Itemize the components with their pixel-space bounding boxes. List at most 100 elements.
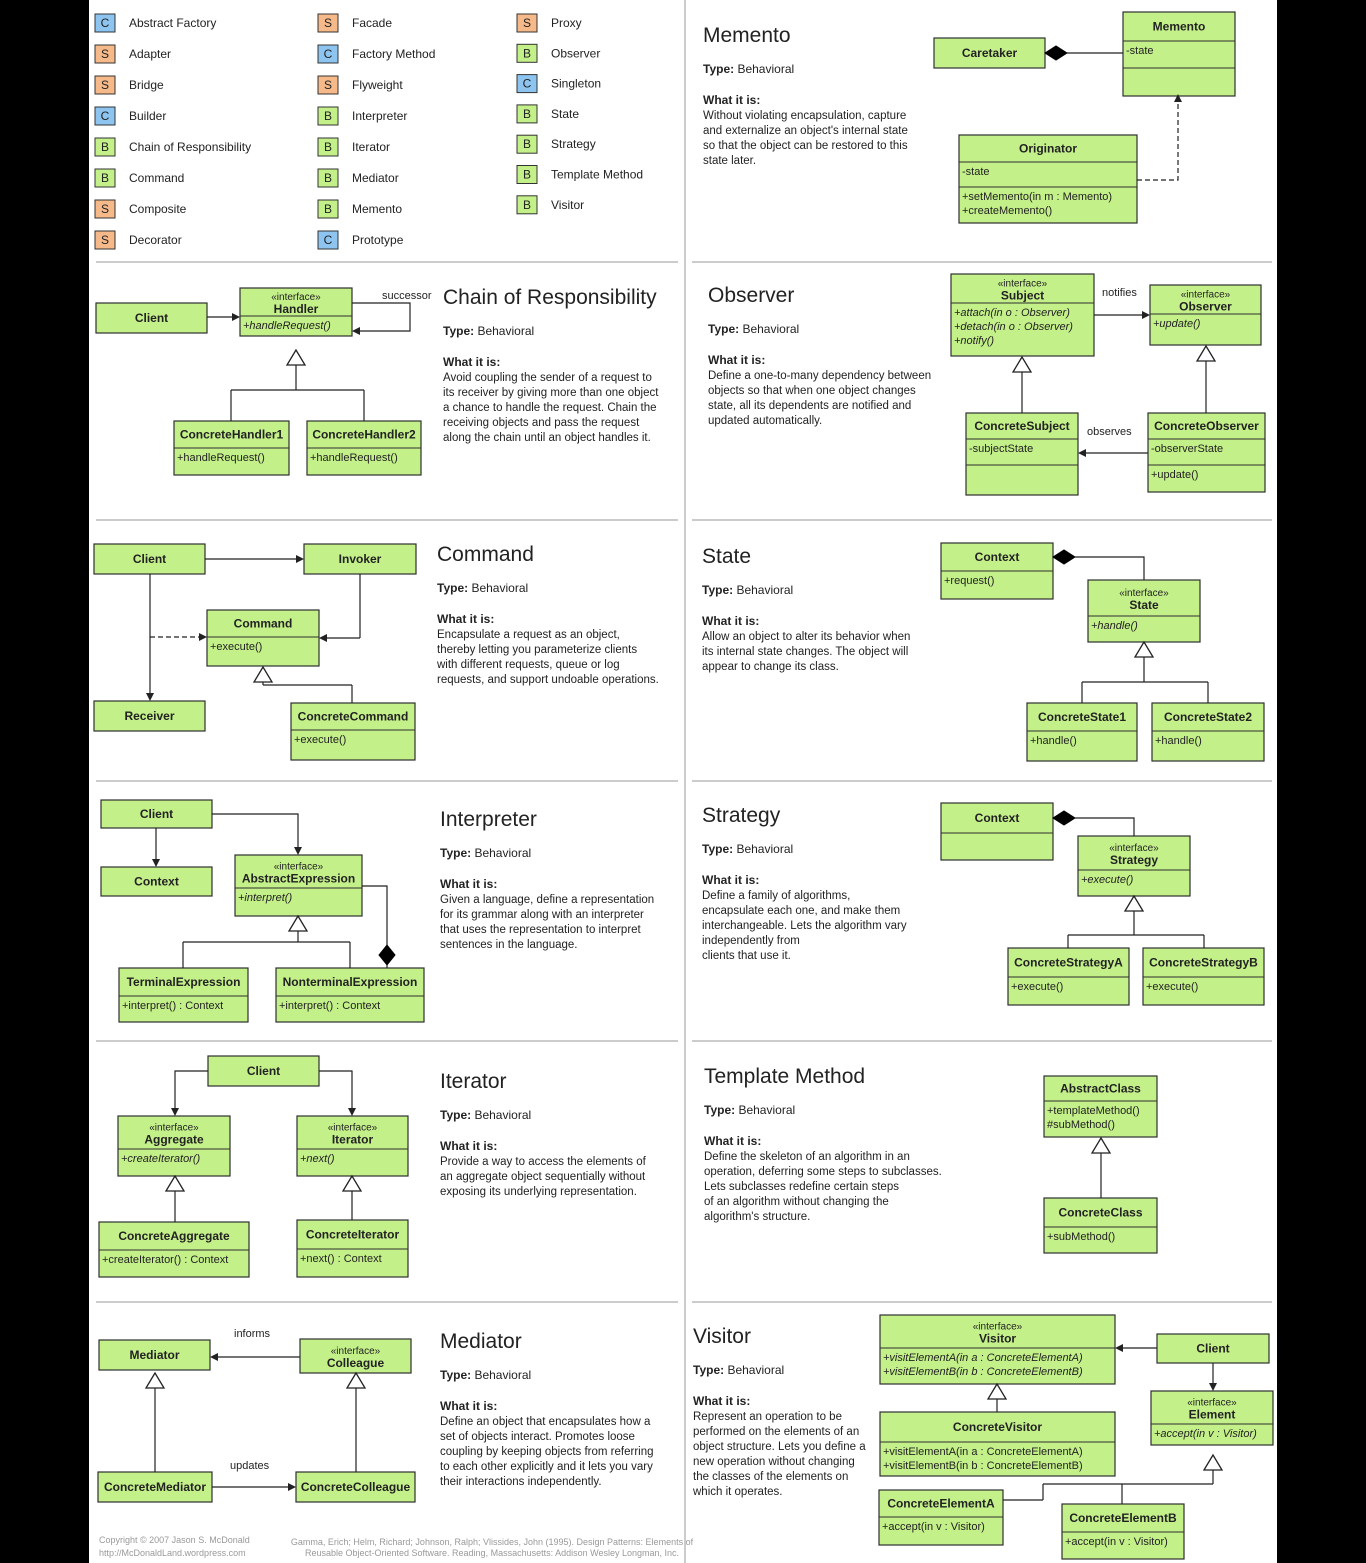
panel-title: Iterator bbox=[440, 1070, 507, 1093]
class-member: +detach(in o : Observer) bbox=[954, 321, 1073, 333]
legend-name: Iterator bbox=[352, 140, 390, 154]
type-label: Type: bbox=[702, 583, 736, 597]
panel-description-line: which it operates. bbox=[692, 1486, 783, 1498]
legend-badge bbox=[94, 230, 116, 250]
legend-badge bbox=[317, 13, 339, 33]
class-name: ConcreteClass bbox=[1058, 1206, 1142, 1220]
class-name: ConcreteStrategyA bbox=[1014, 956, 1123, 970]
legend-code: B bbox=[523, 137, 531, 151]
connector-line bbox=[362, 885, 388, 945]
class-name: ConcreteMediator bbox=[104, 1480, 206, 1494]
panel-type: Type: Behavioral bbox=[437, 581, 528, 595]
uml-class-abstractclass: AbstractClass+templateMethod()#subMethod… bbox=[1043, 1075, 1158, 1138]
arrowhead bbox=[319, 634, 327, 642]
inheritance-triangle bbox=[285, 348, 307, 366]
legend-name: Facade bbox=[352, 16, 392, 30]
class-name: AbstractClass bbox=[1060, 1082, 1141, 1096]
inheritance-triangle bbox=[287, 914, 309, 932]
class-name: ConcreteAggregate bbox=[118, 1229, 230, 1243]
panel-description-line: with different requests, queue or log bbox=[436, 659, 620, 671]
uml-class-concretevisitor: ConcreteVisitor+visitElementA(in a : Con… bbox=[879, 1411, 1116, 1477]
uml-class-nonterminalexpression: NonterminalExpression+interpret() : Cont… bbox=[275, 967, 425, 1023]
legend-badge bbox=[94, 106, 116, 126]
uml-class-command: Command+execute() bbox=[206, 609, 320, 667]
arrowhead bbox=[210, 1353, 218, 1361]
panel-title: Chain of Responsibility bbox=[443, 286, 657, 309]
panel-description-line: Without violating encapsulation, capture bbox=[703, 110, 906, 122]
type-value: Behavioral bbox=[738, 1103, 795, 1117]
class-member: +subMethod() bbox=[1047, 1231, 1115, 1243]
type-value: Behavioral bbox=[742, 322, 799, 336]
class-member: #subMethod() bbox=[1047, 1119, 1115, 1131]
class-name: NonterminalExpression bbox=[283, 975, 418, 989]
inheritance-triangle bbox=[252, 665, 274, 683]
panel-type: Type: Behavioral bbox=[703, 62, 794, 76]
type-label: Type: bbox=[443, 324, 477, 338]
legend-code: S bbox=[101, 202, 109, 216]
connector-line bbox=[174, 1070, 208, 1109]
class-member: -state bbox=[962, 166, 990, 178]
legend-code: S bbox=[523, 16, 531, 30]
what-label: What it is: bbox=[440, 877, 497, 891]
informs-label: informs bbox=[234, 1328, 271, 1340]
panel-description-line: exposing its underlying representation. bbox=[440, 1186, 637, 1198]
arrowhead bbox=[199, 633, 207, 641]
class-box bbox=[98, 1339, 211, 1371]
class-name: ConcreteCommand bbox=[298, 710, 409, 724]
arrowhead bbox=[152, 859, 160, 867]
what-label: What it is: bbox=[440, 1139, 497, 1153]
observes-label: observes bbox=[1087, 426, 1132, 438]
panel-description-line: object structure. Lets you define a bbox=[693, 1441, 866, 1453]
legend-code: S bbox=[324, 16, 332, 30]
class-name: ConcreteColleague bbox=[301, 1480, 411, 1494]
class-member: -observerState bbox=[1151, 443, 1223, 455]
class-box bbox=[295, 1471, 416, 1503]
legend-code: C bbox=[324, 233, 333, 247]
legend-badge bbox=[94, 13, 116, 33]
legend-code: B bbox=[101, 171, 109, 185]
panel-type: Type: Behavioral bbox=[693, 1363, 784, 1377]
legend-code: C bbox=[324, 47, 333, 61]
panel-description-line: Avoid coupling the sender of a request t… bbox=[443, 372, 652, 384]
panel-description-line: its receiver by giving more than one obj… bbox=[443, 387, 659, 399]
panel-description-line: Given a language, define a representatio… bbox=[440, 894, 654, 906]
arrowhead bbox=[352, 327, 360, 335]
class-box bbox=[275, 967, 425, 1023]
class-stereotype: «interface» bbox=[1119, 588, 1169, 599]
arrowhead bbox=[296, 555, 304, 563]
class-box bbox=[97, 1471, 213, 1503]
notifies-label: notifies bbox=[1102, 287, 1137, 299]
legend-badge bbox=[317, 199, 339, 219]
panel-description-line: Allow an object to alter its behavior wh… bbox=[702, 631, 910, 643]
class-name: Iterator bbox=[332, 1133, 374, 1147]
class-name: Client bbox=[140, 807, 173, 821]
uml-class-concreteobserver: ConcreteObserver-observerState+update() bbox=[1147, 412, 1266, 493]
class-member: +visitElementA(in a : ConcreteElementA) bbox=[883, 1446, 1083, 1458]
class-name: TerminalExpression bbox=[127, 975, 241, 989]
arrowhead bbox=[288, 1483, 296, 1491]
legend-code: B bbox=[324, 202, 332, 216]
arrowhead bbox=[1078, 449, 1086, 457]
class-member: +accept(in v : Visitor) bbox=[1154, 1428, 1257, 1440]
panel-type: Type: Behavioral bbox=[440, 1368, 531, 1382]
class-box bbox=[100, 866, 213, 897]
class-name: Aggregate bbox=[144, 1133, 204, 1147]
panel-description-line: along the chain until an object handles … bbox=[443, 432, 651, 444]
panel-description-line: Define an object that encapsulates how a bbox=[440, 1416, 651, 1428]
panel-title: Memento bbox=[703, 24, 791, 47]
legend-badge bbox=[317, 75, 339, 95]
class-box bbox=[958, 134, 1138, 224]
class-box bbox=[1026, 702, 1138, 762]
uml-class-concretecolleague: ConcreteColleague bbox=[295, 1471, 416, 1503]
uml-class-concretehandler1: ConcreteHandler1+handleRequest() bbox=[173, 420, 290, 476]
class-name: Client bbox=[1196, 1342, 1229, 1356]
uml-class-iterator: «interface»Iterator+next() bbox=[296, 1115, 409, 1177]
class-box bbox=[118, 967, 249, 1023]
class-name: ConcreteState1 bbox=[1038, 710, 1126, 724]
class-stereotype: «interface» bbox=[973, 1322, 1023, 1333]
uml-class-visitor: «interface»Visitor+visitElementA(in a : … bbox=[879, 1314, 1116, 1385]
class-name: Originator bbox=[1019, 142, 1077, 156]
what-label: What it is: bbox=[440, 1399, 497, 1413]
panel-description-line: performed on the elements of an bbox=[693, 1426, 859, 1438]
